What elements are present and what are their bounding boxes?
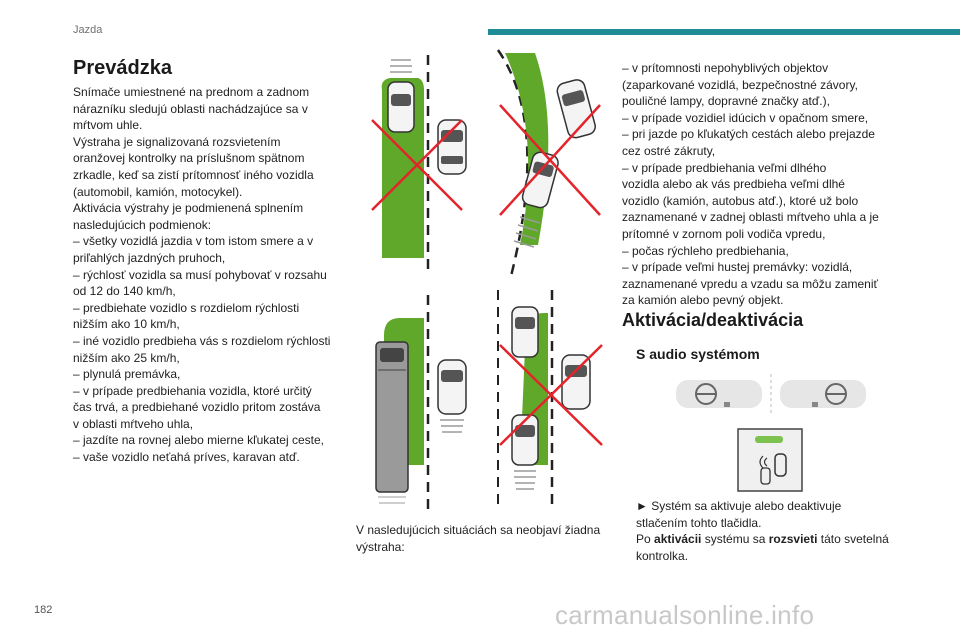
text-line: prítomné v zornom poli vodiča vpredu,: [622, 226, 826, 241]
text-line: nárazníku sledujú oblasti nachádzajúce s…: [73, 101, 308, 116]
text-line: v oblasti mŕtveho uhla,: [73, 416, 194, 431]
illustration-curved-road: [496, 49, 601, 281]
text-line: (automobil, kamión, motocykel).: [73, 184, 243, 199]
blind-spot-car-icon: [759, 453, 787, 485]
text-line: – plynulá premávka,: [73, 367, 181, 382]
steering-wheel-icon: [695, 383, 717, 405]
indicator-light-icon: [755, 436, 783, 443]
audio-system-subheading: S audio systémom: [636, 346, 760, 362]
operation-text: Snímače umiestnené na prednom a zadnom n…: [73, 84, 343, 466]
watermark: carmanualsonline.info: [555, 600, 815, 630]
car-icon: [556, 79, 596, 139]
text-line: od 12 do 140 km/h,: [73, 284, 176, 299]
car-icon: [511, 414, 539, 466]
text-line: ► Systém sa aktivuje alebo deaktivuje: [636, 499, 842, 513]
cross-mark-icon: [499, 104, 601, 216]
text-line: zrkadle, keď sa zistí prítomnosť iného v…: [73, 167, 314, 182]
text-line: cez ostré zákruty,: [622, 143, 716, 158]
text-line: – počas rýchleho predbiehania,: [622, 243, 789, 258]
text-line: – v prípade predbiehania veľmi dlhého: [622, 160, 827, 175]
text-line: Aktivácia výstrahy je podmienená splnení…: [73, 201, 304, 216]
header-section-title: Jazda: [73, 24, 103, 36]
car-icon: [521, 151, 559, 209]
text-line: – všetky vozidlá jazdia v tom istom smer…: [73, 234, 314, 249]
text-line: V nasledujúcich situáciách sa neobjaví ž…: [356, 523, 601, 537]
text-line: nižším ako 25 km/h,: [73, 350, 180, 365]
text-fragment: systému sa: [701, 532, 769, 547]
text-line: výstraha:: [356, 539, 405, 554]
text-line: pouličné lampy, dopravné značky atď.),: [622, 94, 830, 109]
bold-fragment: aktivácii: [654, 532, 702, 547]
text-line: – vaše vozidlo neťahá príves, karavan at…: [73, 450, 300, 465]
text-line: nasledujúcich podmienok:: [73, 217, 212, 232]
steering-wheel-icon: [825, 383, 847, 405]
text-line: Výstraha je signalizovaná rozsvietením: [73, 134, 281, 149]
bold-fragment: rozsvieti: [768, 532, 818, 547]
text-line: čas trvá, a predbiehané vozidlo pritom z…: [73, 400, 321, 415]
header-accent-bar: [488, 29, 960, 35]
text-line: zaznamenané vpredu a vzadu sa môžu zamen…: [622, 276, 878, 291]
text-line: Snímače umiestnené na prednom a zadnom: [73, 85, 310, 99]
no-warning-list: – v prítomnosti nepohyblivých objektov (…: [622, 60, 912, 309]
text-line: – v prípade predbiehania vozidla, ktoré …: [73, 383, 312, 398]
text-fragment: Po: [636, 532, 655, 547]
car-icon: [437, 119, 467, 175]
blind-spot-button[interactable]: [737, 428, 803, 492]
text-line: priľahlých jazdných pruhoch,: [73, 250, 226, 265]
page-number: 182: [34, 604, 53, 616]
text-line: – iné vozidlo predbieha vás s rozdielom …: [73, 333, 331, 348]
cross-mark-icon: [371, 119, 463, 211]
text-line: – predbiehate vozidlo s rozdielom rýchlo…: [73, 300, 300, 315]
text-line: – rýchlosť vozidla sa musí pohybovať v r…: [73, 267, 327, 282]
car-icon: [511, 306, 539, 358]
text-line: – v prípade vozidiel idúcich v opačnom s…: [622, 110, 869, 125]
text-line: Po aktivácii systému sa rozsvieti táto s…: [636, 531, 916, 548]
text-line: za kamión alebo pevný objekt.: [622, 293, 784, 308]
no-warning-caption: V nasledujúcich situáciách sa neobjaví ž…: [356, 522, 611, 555]
text-line: – v prípade veľmi hustej premávky: vozid…: [622, 260, 853, 275]
activation-heading: Aktivácia/deaktivácia: [622, 310, 804, 330]
illustration-fast-overtaking: [497, 290, 603, 510]
text-line: zaznamenané v zadnej oblasti mŕtveho uhl…: [622, 210, 879, 225]
car-icon: [437, 359, 467, 415]
text-line: – v prítomnosti nepohyblivých objektov: [622, 61, 829, 75]
illustration-truck-overtaking: [375, 295, 467, 512]
truck-icon: [375, 341, 409, 493]
text-line: – jazdíte na rovnej alebo mierne kľukate…: [73, 433, 324, 448]
dashboard-illustration: [676, 374, 866, 414]
text-line: kontrolka.: [636, 548, 689, 563]
activation-text: ► Systém sa aktivuje alebo deaktivuje st…: [636, 498, 916, 564]
illustration-same-lane-parallel: [371, 55, 467, 275]
cross-mark-icon: [499, 344, 603, 446]
text-line: stlačením tohto tlačidla.: [636, 515, 762, 530]
text-line: – pri jazde po kľukatých cestách alebo p…: [622, 127, 875, 142]
operation-heading: Prevádzka: [73, 57, 172, 79]
operation-section: Prevádzka Snímače umiestnené na prednom …: [73, 56, 343, 466]
text-line: vozidla alebo ak vás predbieha veľmi dlh…: [622, 177, 845, 192]
text-line: oranžovej kontrolky na príslušnom spätno…: [73, 151, 305, 166]
text-line: nižším ako 10 km/h,: [73, 317, 180, 332]
car-icon: [561, 354, 591, 410]
text-fragment: táto svetelná: [817, 532, 889, 547]
car-icon: [387, 81, 415, 133]
text-line: (zaparkované vozidlá, bezpečnostné závor…: [622, 77, 858, 92]
text-line: mŕtvom uhle.: [73, 118, 143, 133]
text-line: vozidlo (kamión, autobus atď.), ktoré už…: [622, 193, 859, 208]
